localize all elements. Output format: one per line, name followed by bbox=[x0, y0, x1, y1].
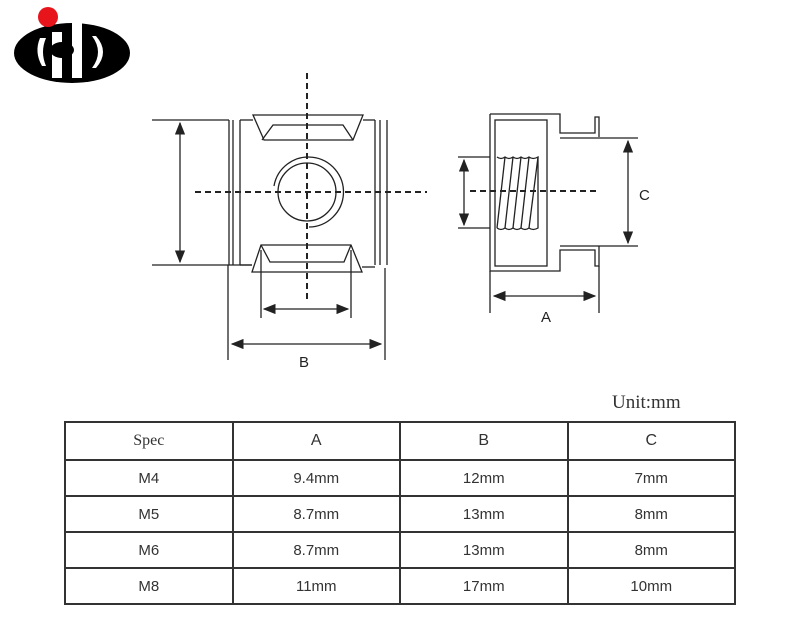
table-row: M8 11mm 17mm 10mm bbox=[64, 567, 736, 605]
spec-table: Spec A B C M4 9.4mm 12mm 7mm M5 8.7mm 13… bbox=[64, 421, 736, 605]
cell-a: 11mm bbox=[231, 567, 401, 605]
table-row: M4 9.4mm 12mm 7mm bbox=[64, 459, 736, 497]
cage-nut-drawing bbox=[152, 73, 638, 360]
header-spec: Spec bbox=[64, 421, 234, 461]
cell-a: 9.4mm bbox=[231, 459, 401, 497]
cell-spec: M4 bbox=[64, 459, 234, 497]
header-a: A bbox=[231, 421, 401, 461]
cell-b: 12mm bbox=[399, 459, 569, 497]
cell-b: 17mm bbox=[399, 567, 569, 605]
dimension-label-b: B bbox=[299, 354, 310, 371]
header-c: C bbox=[566, 421, 736, 461]
front-view bbox=[152, 73, 427, 360]
cell-b: 13mm bbox=[399, 531, 569, 569]
header-b: B bbox=[399, 421, 569, 461]
cell-a: 8.7mm bbox=[231, 495, 401, 533]
side-view bbox=[458, 113, 638, 313]
cell-a: 8.7mm bbox=[231, 531, 401, 569]
dimension-label-c: C bbox=[639, 187, 650, 204]
dimension-label-a: A bbox=[541, 309, 552, 326]
cell-spec: M6 bbox=[64, 531, 234, 569]
table-header-row: Spec A B C bbox=[64, 421, 736, 461]
cell-b: 13mm bbox=[399, 495, 569, 533]
cell-c: 10mm bbox=[566, 567, 736, 605]
cell-c: 8mm bbox=[566, 495, 736, 533]
cell-spec: M8 bbox=[64, 567, 234, 605]
cell-c: 7mm bbox=[566, 459, 736, 497]
company-logo bbox=[14, 7, 130, 83]
table-row: M5 8.7mm 13mm 8mm bbox=[64, 495, 736, 533]
cell-spec: M5 bbox=[64, 495, 234, 533]
cell-c: 8mm bbox=[566, 531, 736, 569]
table-row: M6 8.7mm 13mm 8mm bbox=[64, 531, 736, 569]
unit-label: Unit:mm bbox=[612, 392, 681, 413]
